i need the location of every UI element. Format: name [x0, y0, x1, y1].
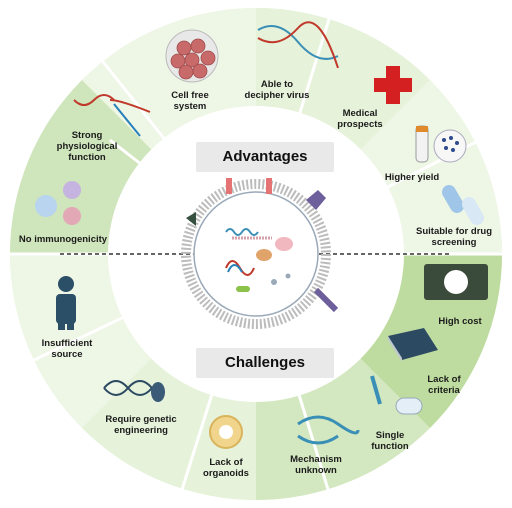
advantages-title-box	[196, 142, 334, 172]
label-decipher: Able to decipher virus	[244, 79, 310, 101]
label-physiological: Strong physiological function	[56, 130, 118, 163]
immune-cells-icon	[35, 181, 81, 225]
label-higher-yield: Higher yield	[384, 172, 440, 183]
vesicle-icon	[181, 178, 339, 329]
advantages-title: Advantages	[222, 148, 308, 165]
label-criteria: Lack of criteria	[427, 374, 461, 396]
pipette-icon	[370, 375, 423, 415]
label-source: Insufficient source	[41, 338, 93, 360]
capsules-icon	[442, 185, 484, 225]
organoid-icon	[209, 415, 243, 449]
label-drug-screening: Suitable for drug screening	[416, 226, 492, 248]
book-icon	[388, 328, 438, 362]
genetic-engineering-icon	[103, 380, 165, 402]
label-mechanism: Mechanism unknown	[290, 454, 342, 476]
money-icon	[424, 264, 488, 300]
red-cross-icon	[374, 66, 412, 104]
dna-helix-icon	[73, 94, 151, 137]
label-immunogenicity: No immunogenicity	[18, 234, 108, 245]
label-medical: Medical prospects	[337, 108, 383, 130]
label-cell-free: Cell free system	[171, 90, 209, 112]
challenges-title-box	[196, 348, 334, 378]
cell-free-icon	[165, 29, 219, 83]
label-genetic: Require genetic engineering	[105, 414, 177, 436]
challenges-title: Challenges	[224, 354, 306, 371]
test-tube-icon	[415, 125, 467, 163]
person-icon	[56, 276, 76, 330]
dna-strand-icon	[257, 21, 339, 69]
label-organoids: Lack of organoids	[203, 457, 249, 479]
label-high-cost: High cost	[438, 316, 482, 327]
dna-break-icon	[297, 415, 360, 445]
label-single-function: Single function	[371, 430, 409, 452]
